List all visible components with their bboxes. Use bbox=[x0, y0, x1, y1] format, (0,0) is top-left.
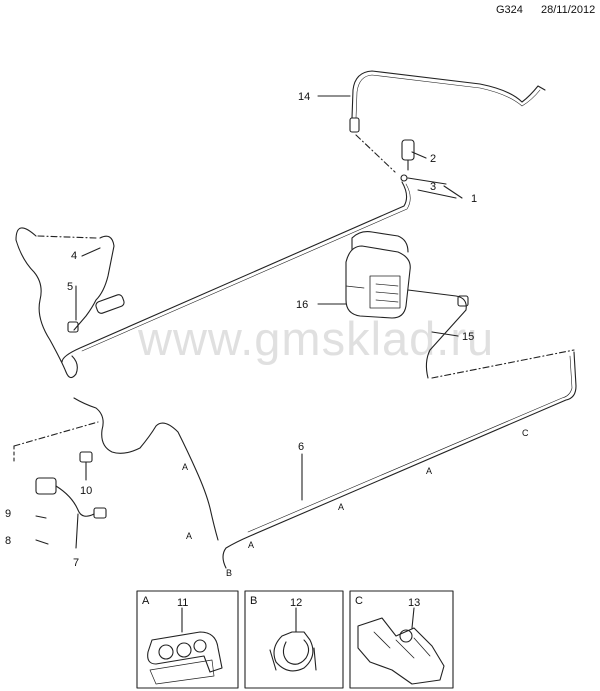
callout-10: 10 bbox=[80, 485, 92, 497]
watermark: www.gmsklad.ru bbox=[137, 312, 494, 365]
detail-box-a bbox=[136, 590, 239, 689]
pipe-1-inner bbox=[81, 183, 411, 352]
pipe-14-inner bbox=[355, 74, 541, 119]
callout-1: 1 bbox=[471, 193, 477, 205]
callout-14: 14 bbox=[298, 91, 310, 103]
callout-7: 7 bbox=[73, 557, 79, 569]
clip-13-illustration bbox=[357, 617, 445, 685]
callout-8: 8 bbox=[5, 535, 11, 547]
route-letter-a4: A bbox=[182, 462, 188, 472]
route-letter-a1: A bbox=[426, 466, 432, 476]
canister-16 bbox=[345, 231, 411, 319]
diagram-code: G324 bbox=[496, 4, 523, 16]
hose-7 bbox=[55, 485, 95, 517]
callout-2: 2 bbox=[430, 153, 436, 165]
callout-6: 6 bbox=[298, 441, 304, 453]
dashed-link-left bbox=[37, 235, 97, 239]
clip-3 bbox=[400, 174, 408, 182]
route-letter-c: C bbox=[522, 428, 529, 438]
pipe-center-loop bbox=[73, 397, 219, 541]
dashed-link-15 bbox=[431, 349, 575, 379]
clip-12-illustration bbox=[269, 631, 317, 672]
solenoid-7 bbox=[35, 477, 57, 495]
route-letter-b: B bbox=[226, 568, 232, 578]
pipe-14 bbox=[351, 70, 546, 119]
callout-4: 4 bbox=[71, 250, 77, 262]
dashed-link-lower bbox=[13, 421, 99, 447]
leader-1b bbox=[443, 185, 463, 199]
leader-15 bbox=[431, 331, 459, 337]
pipe-6-inner bbox=[247, 355, 573, 533]
detail-box-c bbox=[349, 590, 454, 689]
detail-c-letter: C bbox=[355, 595, 363, 607]
callout-15: 15 bbox=[462, 331, 474, 343]
hose-7-end bbox=[93, 507, 107, 519]
pipe-left-loop bbox=[15, 227, 78, 379]
leader-7 bbox=[75, 513, 79, 549]
callout-3: 3 bbox=[430, 181, 436, 193]
hose-15 bbox=[407, 289, 467, 379]
valve-2 bbox=[401, 139, 415, 161]
hose-15-end bbox=[457, 295, 469, 307]
leader-1a bbox=[417, 189, 457, 199]
fasteners-8-9 bbox=[35, 515, 49, 545]
hose-4-end bbox=[67, 321, 79, 333]
pipe-14-connector bbox=[349, 117, 360, 133]
detail-a-letter: A bbox=[142, 595, 150, 607]
route-letter-a3: A bbox=[248, 540, 254, 550]
callout-5: 5 bbox=[67, 281, 73, 293]
callout-16: 16 bbox=[296, 299, 308, 311]
leader-4 bbox=[81, 247, 101, 257]
detail-a-part: 11 bbox=[177, 597, 188, 609]
clip-10 bbox=[79, 451, 93, 463]
leader-13 bbox=[411, 607, 415, 629]
pipe-1 bbox=[61, 181, 408, 363]
solenoid-5 bbox=[95, 294, 125, 314]
clip-11-illustration bbox=[147, 631, 223, 685]
detail-b-part: 12 bbox=[290, 597, 302, 609]
hose-4 bbox=[73, 235, 115, 331]
diagram-date: 28/11/2012 bbox=[541, 4, 596, 16]
detail-c-part: 13 bbox=[408, 597, 420, 609]
route-letter-a5: A bbox=[186, 531, 192, 541]
detail-box-b bbox=[244, 590, 344, 689]
detail-b-letter: B bbox=[250, 595, 257, 607]
dashed-link bbox=[355, 134, 396, 173]
route-letter-a2: A bbox=[338, 502, 344, 512]
leader-2 bbox=[411, 151, 427, 159]
pipe-6 bbox=[222, 351, 577, 569]
leader-3 bbox=[407, 177, 447, 185]
callout-9: 9 bbox=[5, 508, 11, 520]
